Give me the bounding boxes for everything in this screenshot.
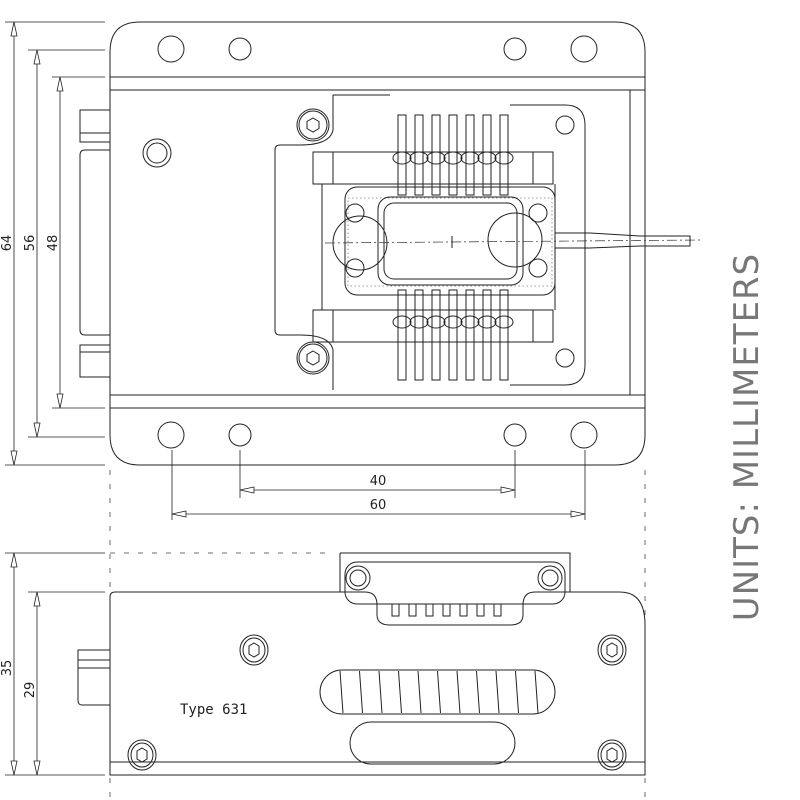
pin-lead (431, 289, 441, 381)
side-connector (79, 109, 111, 378)
pin-lead (397, 114, 407, 196)
dim-56: 56 (23, 235, 38, 252)
pin-lead (414, 289, 424, 381)
fin (476, 670, 480, 714)
heatsink-slot (319, 669, 556, 715)
units-label: UNITS: MILLIMETERS (727, 253, 767, 622)
side-body-outline (109, 591, 646, 776)
pin-tooth (425, 603, 434, 617)
side-view: Type 631 35 29 (0, 552, 646, 776)
fin (456, 670, 461, 714)
pin-lead (448, 289, 458, 381)
dim-29: 29 (23, 682, 38, 699)
pin-bend (477, 151, 497, 165)
fin (339, 670, 344, 714)
pin-bend (494, 151, 514, 165)
pin-bend (426, 315, 446, 329)
fin (437, 670, 441, 714)
pin-bend (392, 151, 412, 165)
pin-bend (443, 151, 463, 165)
heatsink-fins (339, 670, 539, 714)
pin-bend (494, 315, 514, 329)
pin-bend (477, 315, 497, 329)
fin (398, 670, 402, 714)
dim-35: 35 (0, 660, 15, 677)
pin-lead (414, 114, 424, 196)
pin-lead (465, 289, 475, 381)
pin-lead (397, 289, 407, 381)
pin-teeth (391, 603, 502, 617)
pin-bend (392, 315, 412, 329)
type-label: Type 631 (180, 702, 247, 718)
laser-module (274, 94, 701, 390)
hex-screw-icon (127, 634, 627, 771)
pin-lead (448, 114, 458, 196)
pin-tooth (459, 603, 468, 617)
dim-48: 48 (46, 235, 61, 252)
pin-tooth (493, 603, 502, 617)
base-plate-outline (109, 21, 646, 466)
pin-tooth (476, 603, 485, 617)
pin-lead (465, 114, 475, 196)
pin-lead (499, 289, 509, 381)
fin (417, 670, 422, 714)
pin-leads (392, 114, 514, 381)
fin (359, 670, 363, 714)
pin-lead (482, 114, 492, 196)
pin-bend (409, 151, 429, 165)
fin (378, 670, 383, 714)
dim-64: 64 (0, 235, 15, 252)
pin-bend (460, 151, 480, 165)
pin-bend (443, 315, 463, 329)
pin-bend (409, 315, 429, 329)
pin-lead (482, 289, 492, 381)
horizontal-dimensions: 40 60 (171, 450, 586, 520)
pin-tooth (391, 603, 400, 617)
fin (534, 670, 539, 714)
fin (515, 670, 519, 714)
pin-bend (460, 315, 480, 329)
pin-bend (426, 151, 446, 165)
dim-40: 40 (370, 474, 387, 489)
pin-tooth (442, 603, 451, 617)
pin-lead (431, 114, 441, 196)
dim-60: 60 (370, 498, 387, 513)
side-dimensions: 35 29 (0, 552, 105, 776)
top-view: 64 56 48 40 60 (0, 21, 701, 520)
vertical-dimensions: 64 56 48 (0, 21, 105, 466)
lower-slot (349, 721, 516, 765)
fin (495, 670, 500, 714)
pin-tooth (408, 603, 417, 617)
pin-lead (499, 114, 509, 196)
mounting-holes (142, 35, 598, 449)
